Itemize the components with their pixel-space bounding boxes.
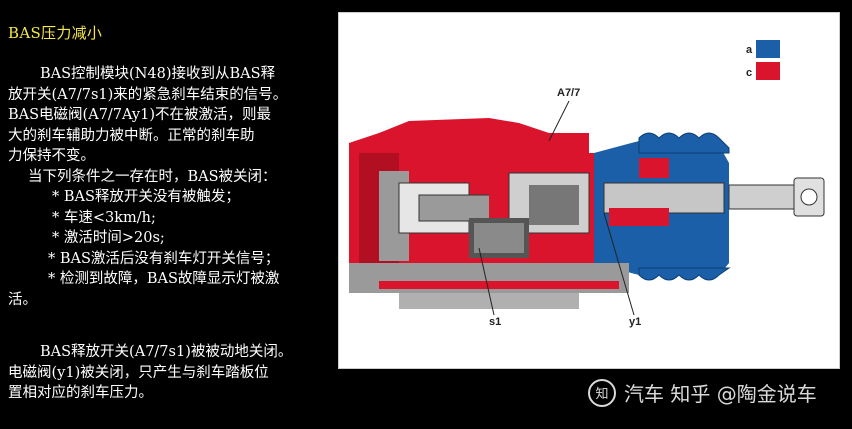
conditions-heading: 当下列条件之一存在时，BAS被关闭： bbox=[28, 168, 277, 185]
condition-item: 活。 bbox=[8, 291, 37, 308]
brake-booster-diagram: a c A7/7 s1 y1 bbox=[338, 12, 840, 369]
closing-line: 置相对应的刹车压力。 bbox=[8, 385, 153, 401]
legend-swatch-a bbox=[756, 40, 780, 58]
watermark: 知 汽车 知乎 @陶金说车 bbox=[588, 378, 817, 407]
intro-line: BAS电磁阀(A7/7Ay1)不在被激活，则最 bbox=[8, 107, 271, 123]
legend-label-a: a bbox=[746, 44, 753, 56]
intro-line: 大的刹车辅助力被中断。正常的刹车助 bbox=[8, 127, 255, 144]
brake-booster-illustration: a c A7/7 s1 y1 bbox=[349, 40, 825, 328]
condition-item: * BAS释放开关没有被触发； bbox=[52, 189, 240, 205]
closing-line: 电磁阀(y1)被关闭，只产生与刹车踏板位 bbox=[8, 364, 269, 381]
closing-line: BAS释放开关(A7/7s1)被被动地关闭。 bbox=[40, 344, 293, 360]
upper-red-port bbox=[639, 158, 669, 178]
bellows-bottom bbox=[638, 267, 731, 281]
callout-line-a7-7 bbox=[548, 100, 570, 142]
callout-label-a7-7: A7/7 bbox=[557, 87, 580, 99]
lower-red-channel bbox=[379, 281, 619, 289]
slide-title: BAS压力减小 bbox=[8, 24, 103, 42]
inner-red-passage bbox=[609, 208, 669, 226]
solenoid-winding bbox=[474, 223, 524, 253]
output-rod bbox=[728, 184, 800, 210]
intro-paragraph: BAS控制模块(N48)接收到从BAS释 放开关(A7/7s1)来的紧急刹车结束… bbox=[8, 64, 328, 310]
legend-swatch-c bbox=[756, 62, 780, 80]
intro-line: 放开关(A7/7s1)来的紧急刹车结束的信号。 bbox=[8, 86, 288, 103]
condition-item: * BAS激活后没有刹车灯开关信号； bbox=[48, 250, 280, 267]
callout-label-y1: y1 bbox=[629, 316, 641, 328]
callout-label-s1: s1 bbox=[489, 316, 501, 328]
legend-label-c: c bbox=[746, 67, 752, 79]
condition-item: * 激活时间>20s; bbox=[52, 230, 165, 246]
watermark-text: 汽车 知乎 @陶金说车 bbox=[624, 382, 817, 406]
valve-core bbox=[529, 185, 579, 225]
condition-item: * 车速<3km/h; bbox=[52, 209, 156, 226]
bellows-top bbox=[638, 132, 730, 154]
zhihu-icon: 知 bbox=[588, 378, 616, 407]
closing-paragraph: BAS释放开关(A7/7s1)被被动地关闭。 电磁阀(y1)被关闭，只产生与刹车… bbox=[8, 342, 338, 404]
intro-line: BAS控制模块(N48)接收到从BAS释 bbox=[40, 66, 276, 82]
intro-line: 力保持不变。 bbox=[8, 148, 95, 164]
condition-item: * 检测到故障，BAS故障显示灯被激 bbox=[48, 271, 280, 287]
callout-line-y1 bbox=[603, 212, 635, 316]
callout-line-s1 bbox=[478, 247, 495, 316]
clevis-pin-hole bbox=[800, 188, 818, 206]
lower-mount bbox=[399, 293, 579, 309]
